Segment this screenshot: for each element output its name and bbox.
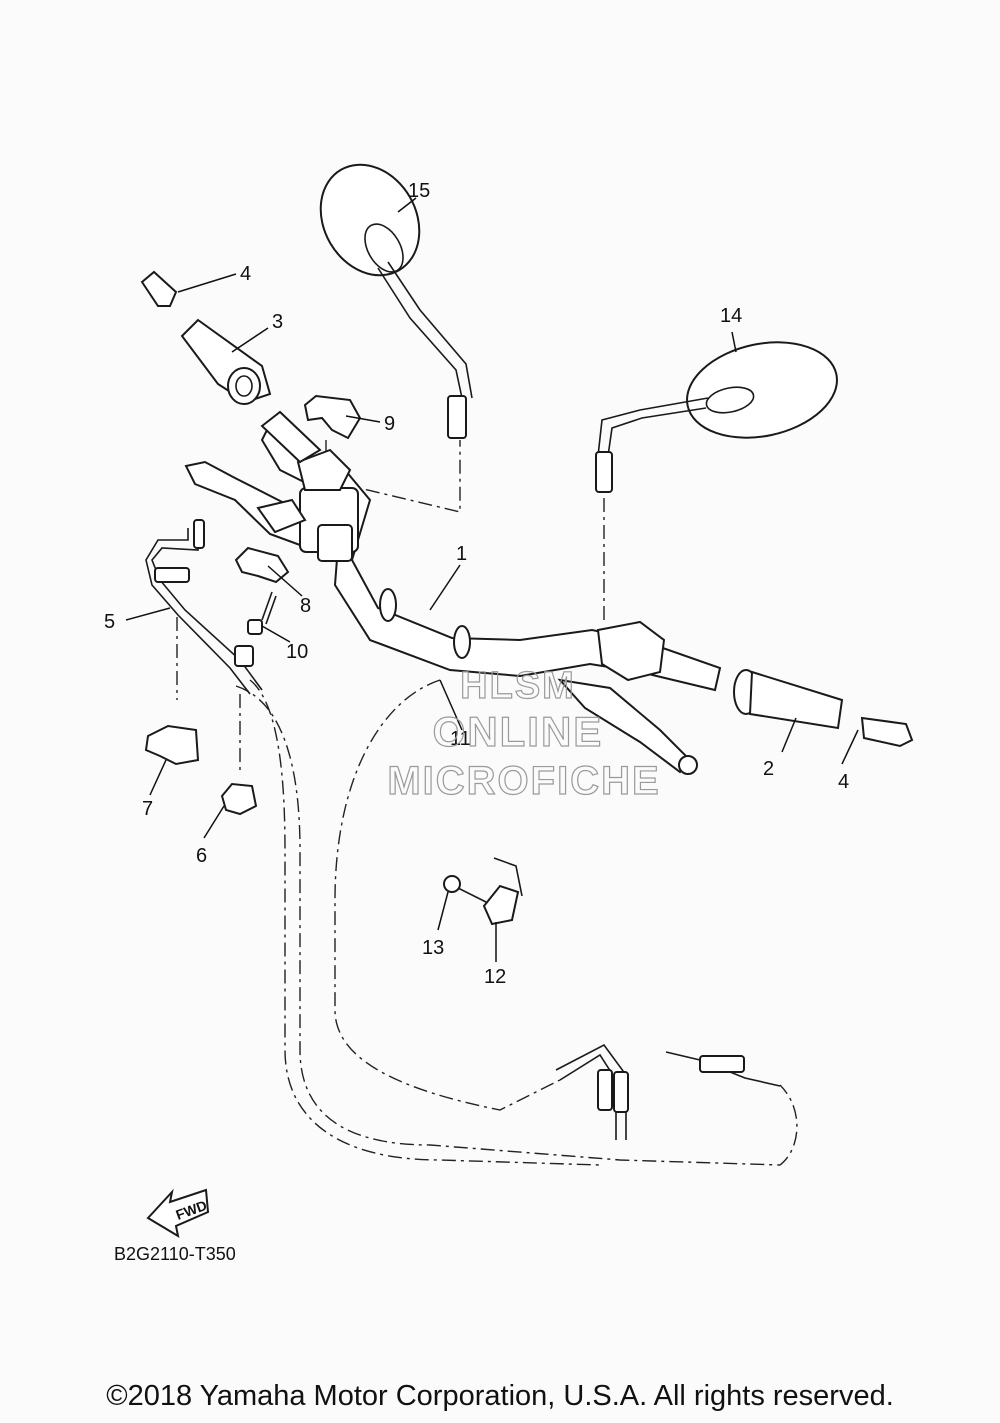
watermark: HLSM ONLINE MICROFICHE — [387, 664, 660, 803]
callout-4-left: 4 — [240, 263, 251, 285]
callout-13: 13 — [422, 937, 444, 959]
left-bar-tube — [260, 410, 322, 464]
cable-routing-lines — [176, 440, 798, 1166]
callout-1: 1 — [456, 543, 467, 565]
part-5-cable-end — [145, 519, 263, 695]
callout-10: 10 — [286, 641, 308, 663]
part-9-bracket — [303, 394, 362, 440]
part-4-right-bar-end — [860, 716, 914, 748]
copyright-notice: ©2018 Yamaha Motor Corporation, U.S.A. A… — [106, 1380, 894, 1412]
callout-7: 7 — [142, 798, 153, 820]
part-13-bolt — [443, 875, 487, 903]
callout-3: 3 — [272, 311, 283, 333]
handlebar-diagram: 1 2 3 4 4 5 6 7 8 9 10 11 12 13 14 15 HL… — [104, 163, 914, 1239]
part-3-left-grip — [180, 318, 272, 405]
callout-8: 8 — [300, 595, 311, 617]
watermark-line-1: HLSM — [460, 665, 576, 707]
clutch-lever-assembly — [557, 620, 698, 775]
callout-9: 9 — [384, 413, 395, 435]
part-2-right-grip — [733, 669, 844, 730]
fwd-arrow-icon: FWD — [146, 1188, 210, 1239]
callout-14: 14 — [720, 305, 742, 327]
part-14-right-mirror — [595, 341, 838, 493]
callout-5: 5 — [104, 611, 115, 633]
throttle-cable-ends — [555, 1043, 781, 1140]
callout-2: 2 — [763, 758, 774, 780]
part-15-left-mirror — [319, 163, 473, 439]
watermark-line-3: MICROFICHE — [387, 759, 660, 803]
callout-6: 6 — [196, 845, 207, 867]
part-8-clamp — [234, 546, 290, 584]
callout-12: 12 — [484, 966, 506, 988]
callout-leaders — [125, 197, 859, 962]
callout-11: 11 — [450, 728, 471, 750]
part-6-clip — [220, 782, 258, 816]
brake-lever-assembly — [184, 448, 359, 562]
callout-4-right: 4 — [838, 771, 849, 793]
callout-15: 15 — [408, 180, 430, 202]
part-4-left-bar-end — [140, 270, 178, 307]
part-10-bolt — [247, 591, 277, 635]
diagram-code: B2G2110-T350 — [114, 1244, 236, 1264]
watermark-line-2: ONLINE — [433, 708, 604, 755]
part-12-bracket — [482, 857, 523, 926]
part-7-holder — [144, 724, 200, 766]
